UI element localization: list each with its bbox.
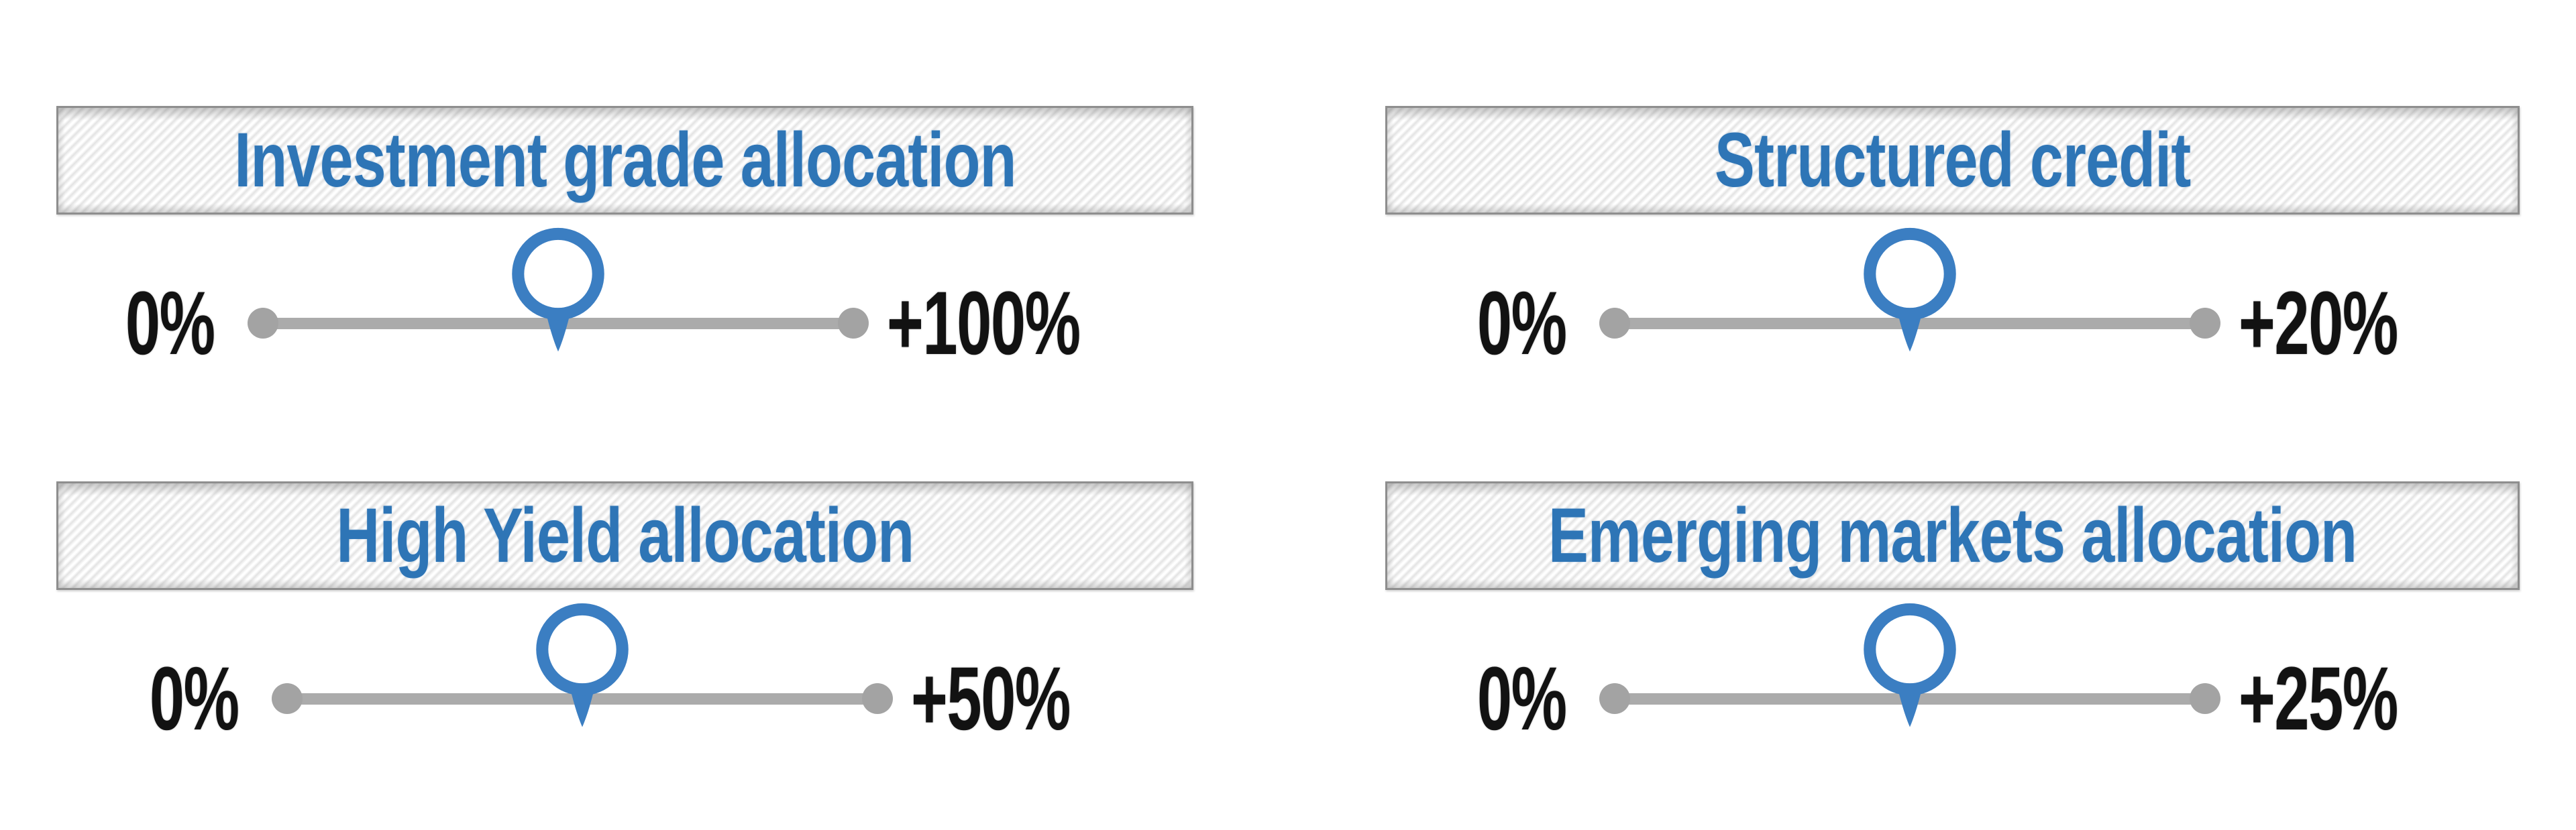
panel-header: Structured credit — [1385, 106, 2520, 215]
allocation-slider: 0% +20% — [1385, 227, 2520, 388]
track-end-dot — [2190, 308, 2221, 339]
slider-handle-pin-icon[interactable] — [1862, 602, 1959, 729]
slider-handle-pin-icon[interactable] — [534, 602, 631, 729]
slider-max-label: +50% — [911, 648, 1071, 749]
slider-min-label: 0% — [1477, 273, 1567, 373]
slider-min-label: 0% — [125, 273, 215, 373]
allocation-slider: 0% +100% — [56, 227, 1193, 388]
slider-track[interactable] — [247, 227, 869, 352]
panel-header: Emerging markets allocation — [1385, 481, 2520, 590]
slider-min-label: 0% — [1477, 648, 1567, 749]
slider-max-label: +25% — [2239, 648, 2398, 749]
slider-track[interactable] — [1599, 227, 2221, 352]
allocation-slider: 0% +50% — [56, 603, 1193, 763]
track-start-dot — [247, 308, 278, 339]
slider-max-label: +100% — [886, 273, 1081, 373]
track-start-dot — [1599, 308, 1631, 339]
slider-max-label: +20% — [2239, 273, 2398, 373]
panel-title: Investment grade allocation — [233, 117, 1016, 203]
panel-header: Investment grade allocation — [56, 106, 1193, 215]
track-end-dot — [2190, 683, 2221, 714]
panel-title: Structured credit — [1714, 117, 2191, 203]
panel-high-yield: High Yield allocation 0% +50% — [56, 481, 1193, 763]
slider-min-label: 0% — [150, 648, 239, 749]
track-end-dot — [862, 683, 894, 714]
panels-grid: Investment grade allocation 0% +100% Str… — [56, 106, 2520, 763]
track-start-dot — [272, 683, 303, 714]
slider-track[interactable] — [1599, 603, 2221, 727]
panel-investment-grade: Investment grade allocation 0% +100% — [56, 106, 1193, 388]
allocation-slider: 0% +25% — [1385, 603, 2520, 763]
panel-structured-credit: Structured credit 0% +20% — [1385, 106, 2520, 388]
track-end-dot — [837, 308, 869, 339]
panel-header: High Yield allocation — [56, 481, 1193, 590]
track-start-dot — [1599, 683, 1631, 714]
panel-emerging-markets: Emerging markets allocation 0% +25% — [1385, 481, 2520, 763]
panel-title: High Yield allocation — [336, 493, 914, 579]
slider-track[interactable] — [272, 603, 894, 727]
slider-handle-pin-icon[interactable] — [1862, 227, 1959, 354]
slider-handle-pin-icon[interactable] — [509, 227, 606, 354]
panel-title: Emerging markets allocation — [1548, 493, 2357, 579]
